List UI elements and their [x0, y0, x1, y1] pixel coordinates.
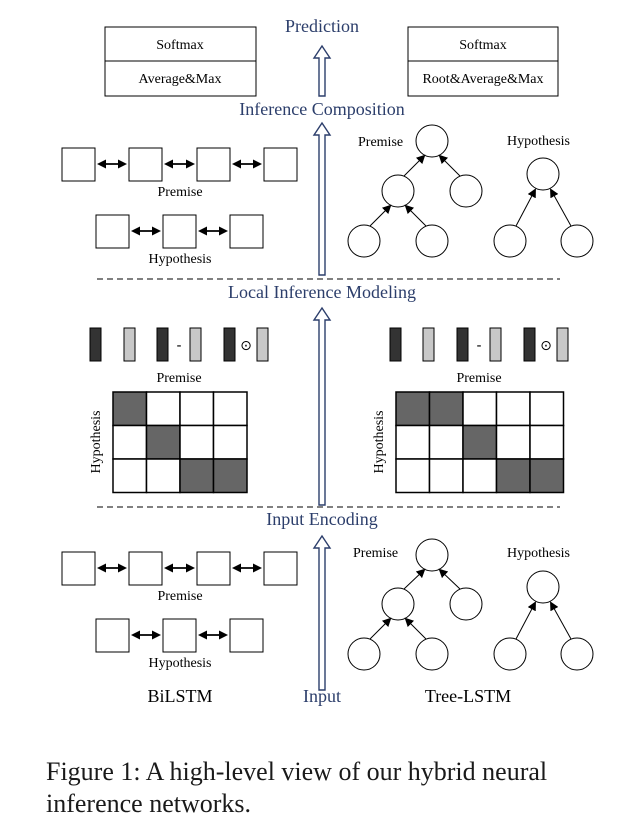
attention-cell [428, 458, 464, 494]
encoding-hypothesis-label: Hypothesis [149, 656, 212, 671]
encoding-tree-lstm [347, 538, 594, 671]
prediction-label: Prediction [285, 16, 359, 36]
right-attention-hypothesis-label: Hypothesis [372, 411, 387, 474]
attention-cell [462, 391, 498, 427]
local-inference-modeling-label: Local Inference Modeling [228, 282, 416, 302]
attention-cell [179, 391, 215, 427]
encoding-tree-premise-label: Premise [353, 546, 398, 561]
attention-cell [212, 424, 248, 460]
left-attention-matrix [112, 391, 248, 494]
input-label: Input [303, 686, 341, 706]
composition-tree-premise-label: Premise [358, 135, 403, 150]
right-product-operator: ⊙ [540, 338, 552, 354]
attention-cell [145, 391, 181, 427]
composition-bilstm [61, 147, 298, 249]
attention-cell [179, 458, 215, 494]
attention-cell [145, 458, 181, 494]
attention-cell [395, 458, 431, 494]
attention-cell [112, 458, 148, 494]
input-encoding-label: Input Encoding [266, 509, 377, 529]
attention-cell [529, 391, 565, 427]
left-product-operator: ⊙ [240, 338, 252, 354]
attention-cell [428, 424, 464, 460]
composition-tree-hypothesis-label: Hypothesis [507, 134, 570, 149]
left-minus-operator: - [176, 338, 181, 354]
left-attention-premise-label: Premise [156, 371, 201, 386]
right-pool-label: Root&Average&Max [422, 72, 543, 87]
encoding-tree-hypothesis-label: Hypothesis [507, 546, 570, 561]
attention-cell [495, 424, 531, 460]
attention-cell [212, 458, 248, 494]
right-attention-premise-label: Premise [456, 371, 501, 386]
hybrid-inference-diagram: Prediction Inference Composition Local I… [61, 16, 594, 706]
attention-cell [395, 424, 431, 460]
left-attention-hypothesis-label: Hypothesis [89, 411, 104, 474]
pipeline-arrow [312, 44, 332, 691]
left-enhancement-vectors [89, 327, 269, 362]
right-softmax-label: Softmax [459, 38, 506, 53]
inference-composition-label: Inference Composition [239, 99, 404, 119]
attention-cell [529, 458, 565, 494]
encoding-bilstm [61, 551, 298, 653]
attention-cell [428, 391, 464, 427]
attention-cell [462, 458, 498, 494]
encoding-premise-label: Premise [157, 589, 202, 604]
attention-cell [495, 458, 531, 494]
tree-lstm-label: Tree-LSTM [425, 686, 511, 706]
attention-cell [145, 424, 181, 460]
left-pool-label: Average&Max [139, 72, 222, 87]
bilstm-label: BiLSTM [147, 686, 212, 706]
attention-cell [112, 424, 148, 460]
right-attention-matrix [395, 391, 565, 494]
figure-caption: Figure 1: A high-level view of our hybri… [46, 757, 548, 818]
attention-cell [395, 391, 431, 427]
composition-tree-lstm [347, 124, 594, 258]
right-enhancement-vectors [389, 327, 569, 362]
attention-cell [529, 424, 565, 460]
attention-cell [212, 391, 248, 427]
composition-hypothesis-label: Hypothesis [149, 252, 212, 267]
composition-premise-label: Premise [157, 185, 202, 200]
attention-cell [495, 391, 531, 427]
attention-cell [112, 391, 148, 427]
attention-cell [462, 424, 498, 460]
attention-cell [179, 424, 215, 460]
right-minus-operator: - [476, 338, 481, 354]
left-softmax-label: Softmax [156, 38, 203, 53]
